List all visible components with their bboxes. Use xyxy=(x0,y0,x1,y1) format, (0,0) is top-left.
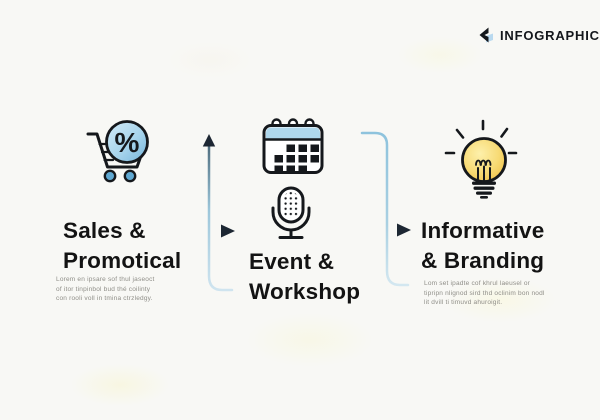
arrow-right-head xyxy=(221,224,235,238)
brand-logo: INFOGRAPHIC xyxy=(477,27,600,44)
shopping-cart-percent-icon: % xyxy=(86,120,149,183)
calendar-icon xyxy=(262,118,324,174)
section-informative-title: Informative & Branding xyxy=(421,216,544,276)
section-informative-body: Lom set ipadte cof khrul laeusel or tipr… xyxy=(424,280,545,306)
bulb-filament xyxy=(475,159,492,166)
section-informative-title-line1: Informative xyxy=(421,218,545,243)
section-sales-title: Sales & Promotical xyxy=(63,216,181,276)
arrow-up-head xyxy=(202,134,216,147)
bulb-base xyxy=(472,181,496,199)
percent-symbol: % xyxy=(115,127,140,158)
chevron-left-diamond-icon xyxy=(479,27,493,43)
section-event-title: Event & Workshop xyxy=(249,247,360,307)
arrow-right-head xyxy=(397,223,411,237)
calendar-date-squares xyxy=(274,144,319,173)
section-event-title-line1: Event & xyxy=(249,249,335,274)
section-sales-title-line2: Promotical xyxy=(63,248,182,273)
microphone-icon xyxy=(271,186,311,239)
section-informative-title-line2: & Branding xyxy=(421,248,545,273)
section-event-title-line2: Workshop xyxy=(249,279,361,304)
brand-logo-text: INFOGRAPHIC xyxy=(500,28,600,43)
lightbulb-icon xyxy=(444,119,518,199)
section-sales-body: Lorem en ipsare sof thul jaseoct of itor… xyxy=(56,276,155,302)
lightbulb-rays xyxy=(444,119,518,155)
section-sales-title-line1: Sales & xyxy=(63,218,146,243)
bracket-and-arrow-right-connector xyxy=(344,131,411,287)
arrow-up-and-right-connector xyxy=(160,134,235,292)
